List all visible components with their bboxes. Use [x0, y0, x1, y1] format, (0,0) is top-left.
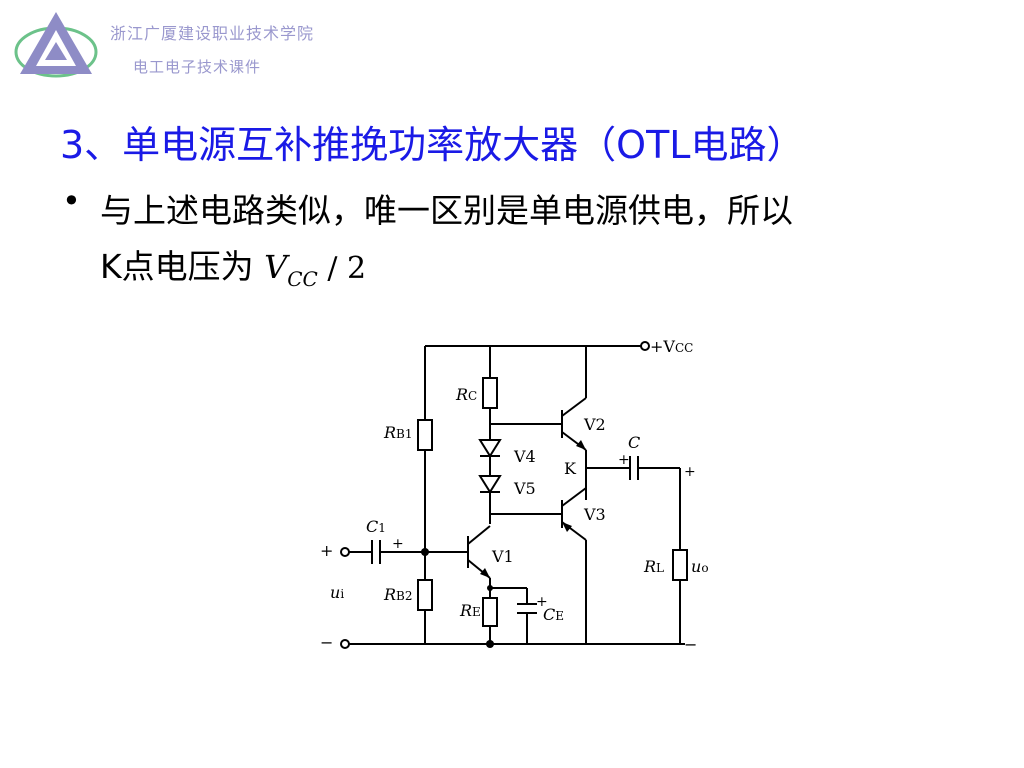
ce-label: CE: [543, 605, 564, 624]
v1-label: V1: [491, 547, 514, 566]
formula-v: V: [264, 248, 288, 286]
c1-label: C1: [366, 517, 386, 536]
c1-plus-sign: +: [392, 536, 404, 552]
course-name: 电工电子技术课件: [133, 58, 262, 76]
input-plus-sign: +: [320, 541, 333, 560]
v4-label: V4: [513, 447, 536, 466]
re-label: RE: [459, 601, 481, 620]
slide-title: 3、单电源互补推挽功率放大器（OTL电路）: [60, 123, 805, 167]
bullet-line2-prefix: K点电压为: [100, 247, 254, 286]
v2-label: V2: [583, 415, 606, 434]
v3-label: V3: [583, 505, 606, 524]
formula-sub: CC: [287, 267, 318, 291]
uo-label: uo: [691, 557, 709, 576]
k-node-label: K: [564, 459, 577, 478]
rb2-label: RB2: [383, 585, 413, 604]
c-label: C: [628, 433, 640, 452]
bullet-text-line2: K点电压为 VCC / 2: [100, 240, 367, 291]
bullet-text-line1: 与上述电路类似，唯一区别是单电源供电，所以: [100, 191, 793, 230]
otl-circuit-diagram: +VCC RC RB1 RB2 RE CE C1 C RL uo ui V1 V…: [320, 337, 709, 654]
formula-rest: / 2: [317, 251, 367, 286]
vcc-label: +VCC: [650, 337, 693, 356]
bullet-dot: •: [62, 182, 81, 220]
output-minus-sign: −: [684, 635, 697, 654]
c-plus-sign: +: [618, 452, 630, 468]
rc-label: RC: [455, 385, 477, 404]
ce-plus-sign: +: [536, 594, 548, 610]
input-minus-sign: −: [320, 633, 333, 652]
rl-label: RL: [643, 557, 664, 576]
school-name: 浙江广厦建设职业技术学院: [110, 24, 315, 43]
v5-label: V5: [513, 479, 536, 498]
school-logo: [14, 12, 98, 78]
ui-label: ui: [330, 583, 344, 602]
vcc-half-formula: VCC / 2: [254, 247, 367, 291]
output-plus-sign: +: [684, 464, 696, 480]
rb1-label: RB1: [383, 423, 413, 442]
